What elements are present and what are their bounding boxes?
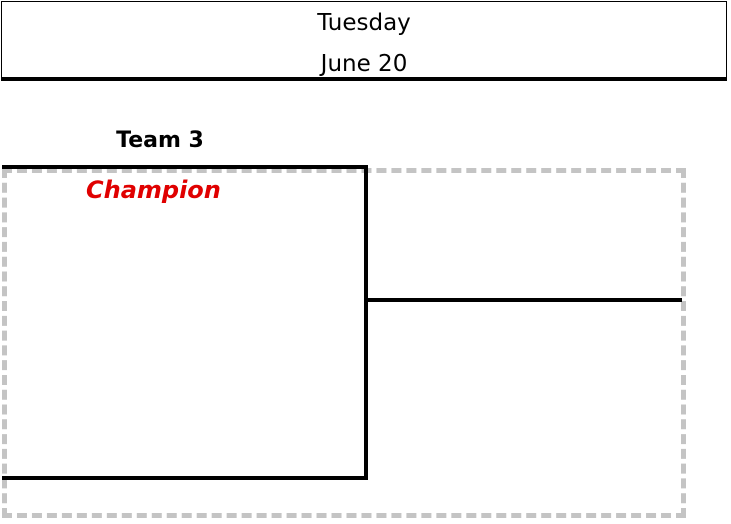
champion-label: Champion [86,176,221,204]
bracket-top-line [2,165,368,169]
bracket-bottom-line [2,476,368,480]
bracket-connector-line [364,165,368,480]
winner-placeholder-box [2,168,686,518]
date-label: June 20 [320,51,408,77]
day-label: Tuesday [317,10,411,36]
team-name: Team 3 [116,128,204,153]
date-header: Tuesday June 20 [1,1,727,81]
bracket-output-line [364,298,682,302]
